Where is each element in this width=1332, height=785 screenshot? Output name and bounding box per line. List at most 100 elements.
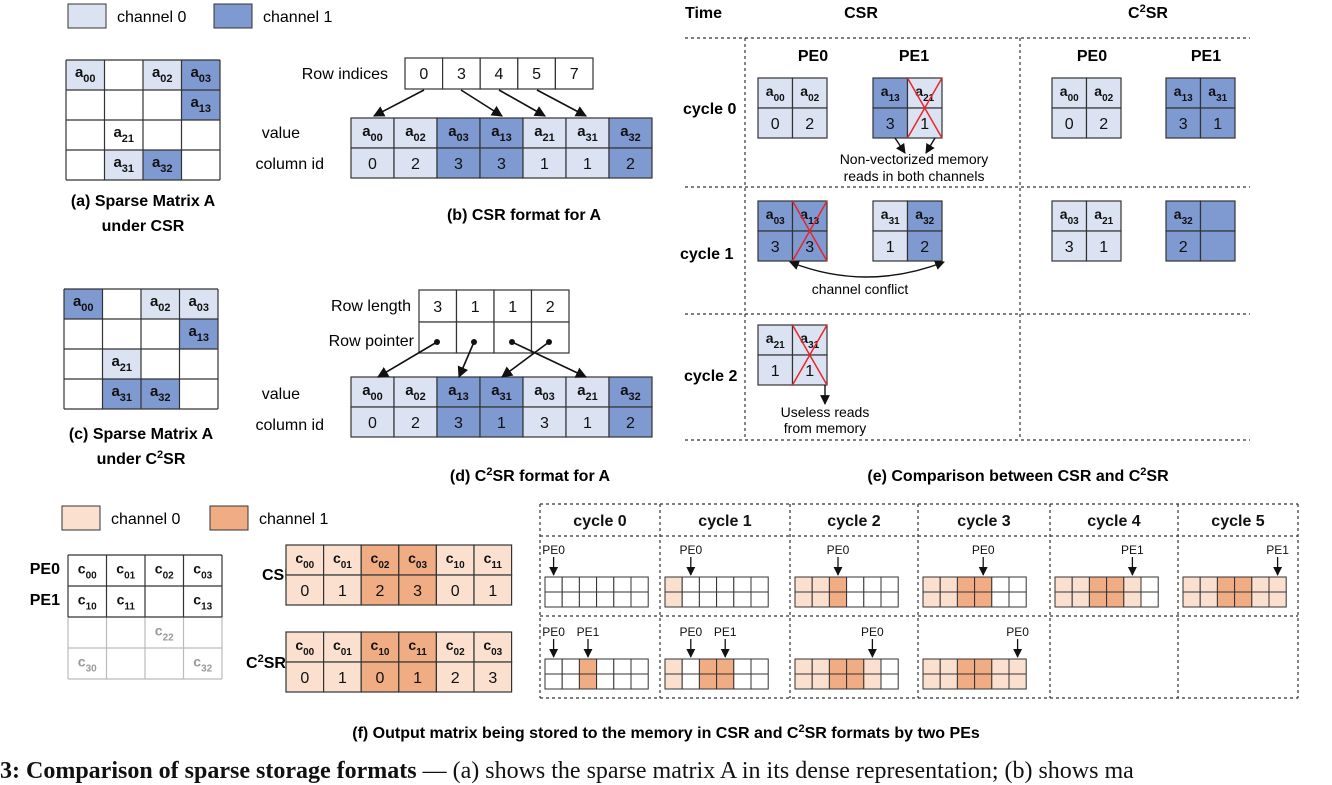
row-pointer-cell [455,321,495,354]
panel-b-arrows [373,89,587,117]
value-cell [350,376,395,408]
matrix-cell-label: a00 [73,293,94,314]
block-value-label: a31 [881,206,900,227]
block-column-cell [1199,107,1236,139]
matrix-cell-fill [66,60,105,90]
block-column-cell [906,107,943,139]
matrix-cell-fill [179,319,218,349]
figure-caption: 3: Comparison of sparse storage formats … [0,758,1332,785]
column-label: 0 [368,415,377,432]
block-value-label: a02 [800,83,819,104]
output-matrix-label: c13 [193,592,212,613]
panel-e-cycle-0: cycle 0 [683,101,736,118]
value-label: a02 [405,123,426,144]
panel-f-pe1-label: PE1 [30,592,60,609]
column-cell [393,147,438,179]
panel-e-grid-lines [685,37,1250,441]
output-matrix-label: c01 [116,561,135,582]
block-column-label: 0 [771,116,780,133]
column-label: 1 [497,415,506,432]
value-label: a00 [362,123,383,144]
invalid-read-mark [791,200,828,262]
output-value-label: c00 [295,637,314,658]
matrix-cell-label: a32 [150,383,171,404]
block-column-label: 3 [1179,116,1188,133]
row-pointer-cell [418,321,458,354]
matrix-cell-fill [64,289,103,319]
timeline-cycle-header: cycle 4 [1087,513,1140,530]
block-column-label: 1 [1099,239,1108,256]
matrix-cell-fill [102,379,141,409]
output-column-label: 2 [451,670,460,687]
value-cell [522,117,567,149]
panel-c-caption-line2: under C2SR [97,449,186,468]
row-index-label: 7 [570,66,579,83]
panel-e-note-conflict: channel conflict [812,281,909,297]
panel-f-caption: (f) Output matrix being stored to the me… [352,723,980,742]
panel-e-csr-pe0: PE0 [798,48,828,65]
panel-f-arrays: c000c011c022c033c100c111c000c011c100c111… [285,544,513,693]
panel-f-pe0-label: PE0 [30,561,60,578]
block-value-cell [757,77,794,109]
panel-d-row-pointer-label: Row pointer [329,333,415,350]
pe-marker-label: PE0 [679,543,702,557]
block-column-cell [757,230,794,262]
block-column-label: 1 [1213,116,1222,133]
panel-e-cycle-1: cycle 1 [680,246,733,263]
legend-channel0-swatch [67,3,107,29]
panel-e-blocks: a000a022a133a211a033a133a311a322a211a311… [757,77,1236,386]
legend-channel0-label: channel 0 [117,9,186,26]
value-cell [608,117,653,149]
output-value-label: c02 [371,550,390,571]
block-value-label: a03 [766,206,785,227]
matrix-cell-fill [141,379,180,409]
panel-d-arrows [377,341,588,379]
output-matrix-label: c02 [155,561,174,582]
legend-f-channel0-swatch [61,505,101,531]
matrix-cell-label: a32 [152,154,173,175]
legend-channel1-swatch [213,3,253,29]
panel-e-note-nonvector-1: Non-vectorized memory [840,151,989,167]
legend-f-channel0-label: channel 0 [111,511,180,528]
block-column-cell [1051,107,1088,139]
value-label: a13 [491,123,512,144]
block-value-label: a32 [1174,206,1193,227]
matrix-cell-fill [143,60,182,90]
block-value-label: a21 [1094,206,1113,227]
output-value-label: c11 [408,637,427,658]
output-column-label: 1 [413,670,422,687]
figure-caption-label: 3: Comparison of sparse storage formats [0,758,417,784]
panel-e-c2sr-pe0: PE0 [1077,48,1107,65]
output-column-label: 2 [376,583,385,600]
pe-marker-label: PE1 [577,625,600,639]
output-value-label: c11 [484,550,503,571]
block-value-cell [791,324,828,356]
value-label: a03 [534,382,555,403]
block-column-label: 3 [805,239,814,256]
block-value-label: a02 [1094,83,1113,104]
panel-e-time-label: Time [685,5,722,22]
block-column-label: 2 [805,116,814,133]
matrix-cell-label: a21 [113,124,134,145]
column-label: 1 [583,415,592,432]
value-cell [393,117,438,149]
output-matrix-label: c03 [193,561,212,582]
value-label: a00 [362,382,383,403]
panel-e-cycle-2: cycle 2 [684,368,737,385]
block-column-cell [791,107,828,139]
block-column-cell [1165,107,1202,139]
matrix-cell-label: a00 [75,64,96,85]
panel-d-row-pointer [418,321,570,354]
output-column-label: 0 [300,583,309,600]
column-label: 3 [540,415,549,432]
panel-e-csr-pe1: PE1 [899,48,929,65]
value-cell [608,376,653,408]
value-label: a32 [620,123,641,144]
panel-e-csr-header: CSR [844,5,878,22]
column-label: 1 [540,156,549,173]
output-matrix-label: c22 [155,623,174,644]
output-column-label: 1 [488,583,497,600]
column-label: 2 [411,415,420,432]
